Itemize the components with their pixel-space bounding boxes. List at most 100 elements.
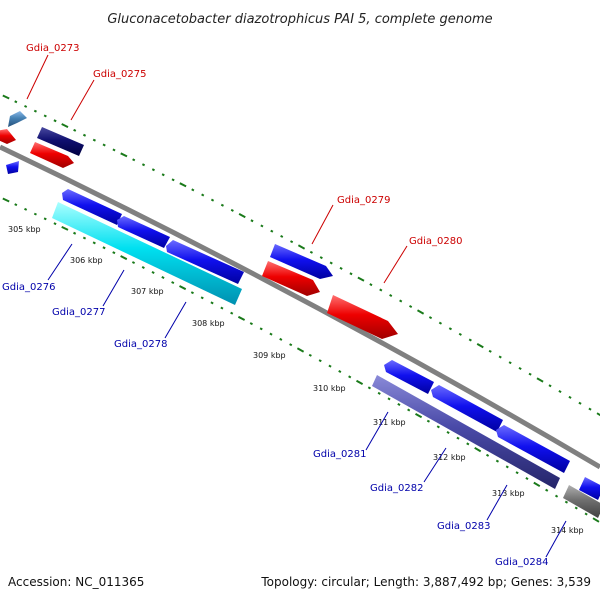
tick-mark-major xyxy=(474,446,482,453)
tick-mark-minor xyxy=(132,158,136,162)
tick-mark-minor xyxy=(348,375,352,379)
gene-label-gdia-0279[interactable]: Gdia_0279 xyxy=(337,195,390,206)
tick-mark-minor xyxy=(250,219,254,223)
tick-mark-minor xyxy=(446,431,450,434)
tick-mark-minor xyxy=(53,222,57,226)
gene-arrow[interactable] xyxy=(117,216,170,248)
tick-label: 306 kbp xyxy=(70,256,103,265)
tick-mark-minor xyxy=(73,128,77,132)
gene-arrow[interactable] xyxy=(496,425,570,473)
tick-mark-minor xyxy=(73,231,77,235)
tick-mark-minor xyxy=(210,198,215,202)
reverse-genes xyxy=(6,161,600,518)
gene-arrow[interactable] xyxy=(30,142,74,168)
tick-mark-minor xyxy=(329,261,333,265)
tick-label: 313 kbp xyxy=(492,489,525,498)
tick-mark-minor xyxy=(568,395,572,399)
tick-mark-minor xyxy=(14,203,18,207)
map-title: Gluconacetobacter diazotrophicus PAI 5, … xyxy=(107,12,492,27)
gene-label-gdia-0282[interactable]: Gdia_0282 xyxy=(370,483,423,494)
reverse-leaders xyxy=(47,243,567,558)
tick-mark-minor xyxy=(280,235,284,238)
forward-leaders xyxy=(26,54,408,284)
tick-mark-minor xyxy=(249,322,253,326)
tick-mark-minor xyxy=(498,355,502,359)
gene-arrow[interactable] xyxy=(166,240,244,284)
gene-arrow[interactable] xyxy=(62,189,122,225)
tick-mark-minor xyxy=(141,163,146,167)
tick-mark-minor xyxy=(515,471,519,475)
tick-mark-minor xyxy=(428,316,433,320)
tick-mark-minor xyxy=(377,391,381,395)
gene-label-gdia-0284[interactable]: Gdia_0284 xyxy=(495,557,548,568)
tick-mark-minor xyxy=(230,208,234,212)
tick-label: 308 kbp xyxy=(192,319,225,328)
tick-mark-minor xyxy=(112,148,116,152)
tick-mark-minor xyxy=(458,332,462,336)
tick-mark-minor xyxy=(270,229,274,233)
tick-mark-minor xyxy=(24,207,28,211)
gene-arrow[interactable] xyxy=(52,202,242,305)
tick-mark-minor xyxy=(426,419,430,423)
forward-labels: Gdia_0273 Gdia_0275 Gdia_0279 Gdia_0280 xyxy=(26,43,462,247)
tick-label: 311 kbp xyxy=(373,418,406,427)
gene-label-gdia-0277[interactable]: Gdia_0277 xyxy=(52,307,105,318)
tick-label: 314 kbp xyxy=(551,526,584,535)
gene-arrow[interactable] xyxy=(262,261,320,296)
tick-mark-minor xyxy=(24,105,28,108)
tick-mark-major xyxy=(179,182,187,188)
tick-mark-minor xyxy=(554,494,559,498)
gene-arrow[interactable] xyxy=(8,111,27,127)
tick-mark-minor xyxy=(399,299,403,303)
gene-label-gdia-0276[interactable]: Gdia_0276 xyxy=(2,282,55,293)
gene-label-gdia-0275[interactable]: Gdia_0275 xyxy=(93,69,146,80)
accession-text: Accession: NC_011365 xyxy=(8,575,144,589)
tick-mark-minor xyxy=(505,465,509,469)
gene-arrow[interactable] xyxy=(431,385,503,432)
tick-mark-minor xyxy=(289,343,293,347)
gene-label-gdia-0283[interactable]: Gdia_0283 xyxy=(437,521,490,532)
tick-mark-minor xyxy=(33,109,37,113)
tick-mark-major xyxy=(2,94,10,100)
tick-mark-minor xyxy=(574,506,578,510)
gene-label-gdia-0273[interactable]: Gdia_0273 xyxy=(26,43,79,54)
gene-arrow[interactable] xyxy=(270,244,333,279)
tick-mark-minor xyxy=(14,100,18,104)
gene-arrow[interactable] xyxy=(563,485,600,518)
tick-mark-minor xyxy=(318,359,322,363)
gene-arrow[interactable] xyxy=(579,477,600,500)
gene-arrow[interactable] xyxy=(384,360,434,394)
tick-mark-minor xyxy=(33,212,37,216)
tick-mark-minor xyxy=(82,236,87,240)
gene-label-gdia-0278[interactable]: Gdia_0278 xyxy=(114,339,167,350)
tick-mark-minor xyxy=(397,402,401,406)
gene-arrow[interactable] xyxy=(327,295,398,339)
genome-backbone xyxy=(0,144,600,470)
gene-label-gdia-0280[interactable]: Gdia_0280 xyxy=(409,236,462,247)
tick-mark-major xyxy=(357,276,365,282)
tick-mark-minor xyxy=(409,305,413,308)
tick-mark-minor xyxy=(438,321,443,325)
tick-mark-minor xyxy=(82,133,87,137)
tick-mark-minor xyxy=(92,138,96,142)
tick-mark-minor xyxy=(369,283,373,287)
gene-arrow[interactable] xyxy=(372,375,560,489)
gene-label-gdia-0281[interactable]: Gdia_0281 xyxy=(313,449,366,460)
tick-mark-minor xyxy=(43,114,47,118)
tick-mark-minor xyxy=(151,271,155,274)
tick-label: 309 kbp xyxy=(253,351,286,360)
genome-summary-text: Topology: circular; Length: 3,887,492 bp… xyxy=(260,575,591,589)
tick-mark-minor xyxy=(260,224,264,228)
tick-mark-minor xyxy=(466,442,470,446)
gene-arrow[interactable] xyxy=(0,129,16,144)
forward-genes xyxy=(0,111,398,339)
tick-mark-minor xyxy=(578,401,582,405)
gene-arrow[interactable] xyxy=(37,127,84,156)
tick-mark-major xyxy=(536,377,544,383)
tick-mark-minor xyxy=(161,173,165,177)
tick-mark-minor xyxy=(495,459,499,463)
tick-mark-major xyxy=(592,517,600,523)
gene-arrow[interactable] xyxy=(6,161,19,174)
tick-mark-minor xyxy=(210,301,214,305)
tick-mark-minor xyxy=(290,240,294,244)
